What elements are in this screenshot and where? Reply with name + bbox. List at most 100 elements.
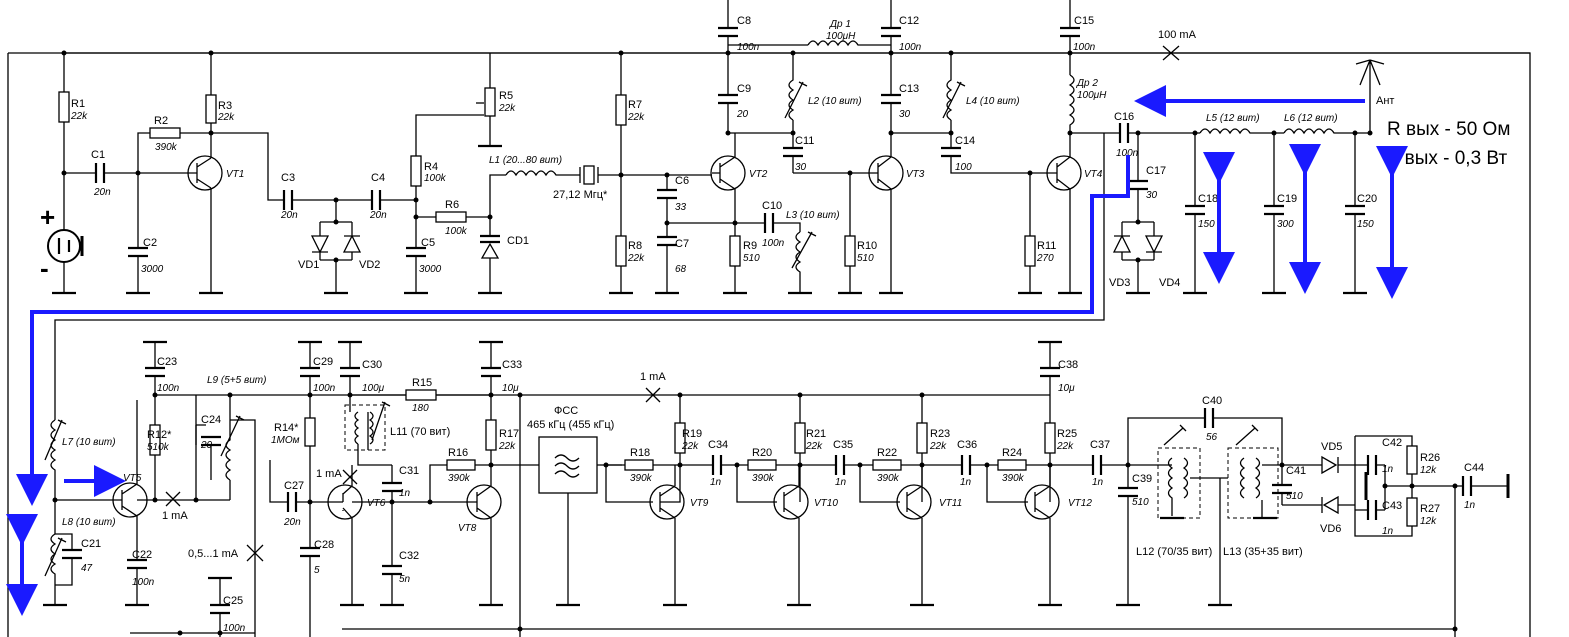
label-vt8: VT8	[458, 523, 477, 534]
label-c11v: 30	[795, 162, 807, 173]
label-c11: C11	[795, 135, 814, 147]
label-r27: R27	[1420, 503, 1440, 515]
label-c40: C40	[1202, 395, 1222, 407]
label-r26v: 12k	[1420, 465, 1437, 476]
label-r19: R19	[682, 428, 702, 440]
resistor-R9	[729, 235, 741, 267]
label-l7: L7 (10 вит)	[62, 437, 116, 448]
resistor-R21	[794, 422, 806, 454]
label-l13: L13 (35+35 вит)	[1223, 546, 1303, 558]
label-c43v: 1n	[1382, 526, 1394, 537]
choke-Dr1	[807, 40, 891, 47]
label-vt11: VT11	[939, 498, 962, 509]
label-l4: L4 (10 вит)	[966, 96, 1020, 107]
label-r18v: 390k	[630, 473, 653, 484]
resistor-R4	[410, 155, 422, 187]
label-c15: C15	[1074, 15, 1094, 27]
label-r21v: 22k	[805, 441, 823, 452]
resistor-R20	[747, 459, 777, 471]
resistor-R16	[446, 459, 476, 471]
label-c22v: 100n	[132, 577, 155, 588]
label-vd5: VD5	[1321, 441, 1342, 453]
resistor-R7	[615, 94, 627, 126]
label-r27v: 12k	[1420, 516, 1437, 527]
label-r26: R26	[1420, 452, 1440, 464]
resistor-R1	[58, 91, 70, 123]
label-l5: L5 (12 вит)	[1206, 113, 1260, 124]
shield-L12	[1157, 447, 1201, 519]
transistor-VT9	[649, 484, 685, 520]
label-r5: R5	[499, 90, 513, 102]
label-r8v: 22k	[627, 253, 645, 264]
inductor-L13a	[1239, 457, 1246, 499]
choke-Dr2	[1068, 74, 1075, 133]
label-vt2: VT2	[749, 169, 768, 180]
label-r24: R24	[1002, 447, 1022, 459]
label-r12: R12*	[147, 429, 172, 441]
crystal-Q	[583, 165, 595, 185]
label-c33v: 10μ	[502, 383, 519, 394]
label-i4: 1 mA	[640, 371, 666, 383]
resistor-R3	[205, 94, 217, 124]
shield-L13	[1227, 447, 1279, 519]
label-c34v: 1n	[710, 477, 722, 488]
label-c44: C44	[1464, 462, 1484, 474]
battery-minus-sign: -	[40, 253, 49, 283]
label-c29: C29	[313, 356, 333, 368]
label-l1: L1 (20...80 вит)	[489, 155, 562, 166]
inductor-L7	[50, 419, 57, 500]
resistor-R24	[997, 459, 1027, 471]
label-c14v: 100	[955, 162, 972, 173]
label-r25: R25	[1057, 428, 1077, 440]
label-c5: C5	[421, 237, 435, 249]
label-r6v: 100k	[445, 226, 468, 237]
label-c4: C4	[371, 172, 385, 184]
label-r7: R7	[628, 99, 642, 111]
label-r6: R6	[445, 199, 459, 211]
label-c21v: 47	[81, 563, 93, 574]
resistor-R14	[304, 417, 316, 447]
label-r8: R8	[628, 240, 642, 252]
label-vt6: VT6	[367, 498, 386, 509]
label-i1: 1 mA	[162, 510, 188, 522]
label-r2: R2	[154, 115, 168, 127]
label-c33: C33	[502, 359, 522, 371]
label-r23v: 22k	[929, 441, 947, 452]
label-c37: C37	[1090, 439, 1110, 451]
label-r23: R23	[930, 428, 950, 440]
label-c3: C3	[281, 172, 295, 184]
label-c6v: 33	[675, 202, 687, 213]
label-c7: C7	[675, 238, 689, 250]
label-c39: C39	[1132, 473, 1152, 485]
label-fss: ФСС	[554, 405, 578, 417]
label-r20: R20	[752, 447, 772, 459]
label-l9: L9 (5+5 вит)	[207, 375, 266, 386]
label-vt4: VT4	[1084, 169, 1103, 180]
label-r20v: 390k	[752, 473, 775, 484]
label-r9: R9	[743, 240, 757, 252]
resistor-R8	[615, 235, 627, 267]
inductor-L6	[1283, 128, 1370, 135]
label-c12: C12	[899, 15, 919, 27]
label-vt1: VT1	[226, 169, 244, 180]
label-l12: L12 (70/35 вит)	[1136, 546, 1212, 558]
label-r17v: 22k	[498, 441, 516, 452]
label-c13v: 30	[899, 109, 911, 120]
label-cd1: CD1	[507, 235, 529, 247]
label-vt12: VT12	[1068, 498, 1092, 509]
label-c19v: 300	[1277, 219, 1294, 230]
label-r14: R14*	[274, 422, 299, 434]
label-c15v: 100n	[1073, 42, 1096, 53]
label-r21: R21	[806, 428, 826, 440]
label-c25v: 100n	[223, 623, 246, 634]
label-r17: R17	[499, 428, 519, 440]
transistor-VT3	[868, 155, 904, 191]
label-l11: L11 (70 вит)	[390, 426, 450, 438]
label-c42v: 1n	[1382, 464, 1394, 475]
label-r9v: 510	[743, 253, 760, 264]
label-c28v: 5	[314, 565, 320, 576]
resistor-R18	[624, 459, 654, 471]
inductor-L3	[795, 231, 802, 293]
